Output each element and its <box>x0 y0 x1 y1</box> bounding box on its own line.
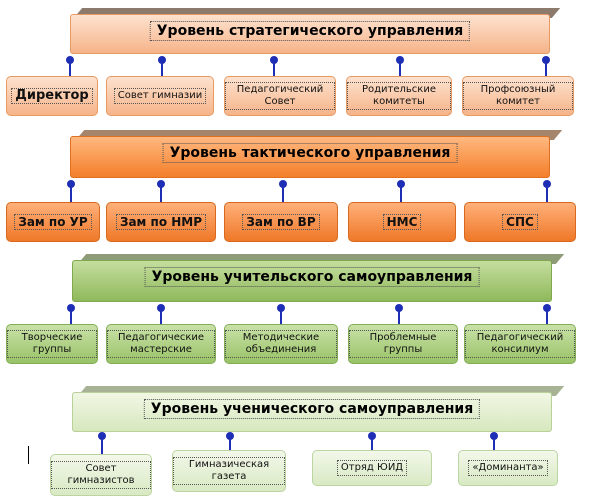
connector-line <box>399 60 401 76</box>
level-3-item: Творческие группы <box>6 324 98 364</box>
connector-dot <box>157 304 165 312</box>
connector-dot <box>279 180 287 188</box>
level-1-item: Профсоюзный комитет <box>462 76 574 116</box>
connector-line <box>160 308 162 324</box>
connector-dot <box>542 56 550 64</box>
level-3-bar: Уровень учительского самоуправления <box>72 260 552 302</box>
connector-dot <box>226 432 234 440</box>
connector-line <box>371 436 373 450</box>
level-4-item: Отряд ЮИД <box>312 450 432 486</box>
level-1-item: Педагогический Совет <box>224 76 336 116</box>
level-3-item: Методические объединения <box>224 324 338 364</box>
level-4-title: Уровень ученического самоуправления <box>143 399 481 419</box>
level-3-item: Проблемные группы <box>348 324 458 364</box>
connector-line <box>161 60 163 76</box>
level-2-title: Уровень тактического управления <box>162 143 458 163</box>
connector-line <box>101 436 103 454</box>
level-3-item: Педагогические мастерские <box>106 324 216 364</box>
connector-line <box>398 308 400 324</box>
level-4-item: Гимназическая газета <box>172 450 286 492</box>
level-1-title: Уровень стратегического управления <box>149 21 471 41</box>
level-2-item: НМС <box>348 202 456 242</box>
connector-dot <box>543 180 551 188</box>
connector-dot <box>66 56 74 64</box>
text-cursor <box>28 446 29 464</box>
connector-dot <box>368 432 376 440</box>
connector-line <box>546 308 548 324</box>
level-1-bar: Уровень стратегического управления <box>70 14 550 54</box>
connector-line <box>70 184 72 202</box>
level-2-item: Зам по НМР <box>106 202 216 242</box>
level-4-item: Совет гимназистов <box>50 454 152 496</box>
level-3-title: Уровень учительского самоуправления <box>144 267 480 287</box>
level-2-item: СПС <box>464 202 576 242</box>
connector-line <box>400 184 402 202</box>
connector-dot <box>158 56 166 64</box>
connector-dot <box>67 304 75 312</box>
connector-dot <box>67 180 75 188</box>
level-1-item: Совет гимназии <box>106 76 214 116</box>
connector-line <box>229 436 231 450</box>
level-1-item: Директор <box>6 76 98 116</box>
connector-dot <box>157 180 165 188</box>
level-1-item: Родительские комитеты <box>346 76 452 116</box>
connector-dot <box>98 432 106 440</box>
connector-line <box>280 308 282 324</box>
connector-line <box>282 184 284 202</box>
level-3-item: Педагогический консилиум <box>464 324 576 364</box>
level-4-bar: Уровень ученического самоуправления <box>72 392 552 432</box>
connector-dot <box>277 304 285 312</box>
level-2-bar: Уровень тактического управления <box>70 136 550 178</box>
connector-dot <box>397 180 405 188</box>
connector-dot <box>396 56 404 64</box>
level-4-item: «Доминанта» <box>458 450 558 486</box>
connector-line <box>69 60 71 76</box>
connector-dot <box>395 304 403 312</box>
connector-line <box>273 60 275 76</box>
connector-dot <box>490 432 498 440</box>
connector-dot <box>543 304 551 312</box>
connector-line <box>160 184 162 202</box>
connector-line <box>493 436 495 450</box>
connector-dot <box>270 56 278 64</box>
level-2-item: Зам по УР <box>6 202 100 242</box>
connector-line <box>546 184 548 202</box>
connector-line <box>545 60 547 76</box>
level-2-item: Зам по ВР <box>224 202 338 242</box>
connector-line <box>70 308 72 324</box>
